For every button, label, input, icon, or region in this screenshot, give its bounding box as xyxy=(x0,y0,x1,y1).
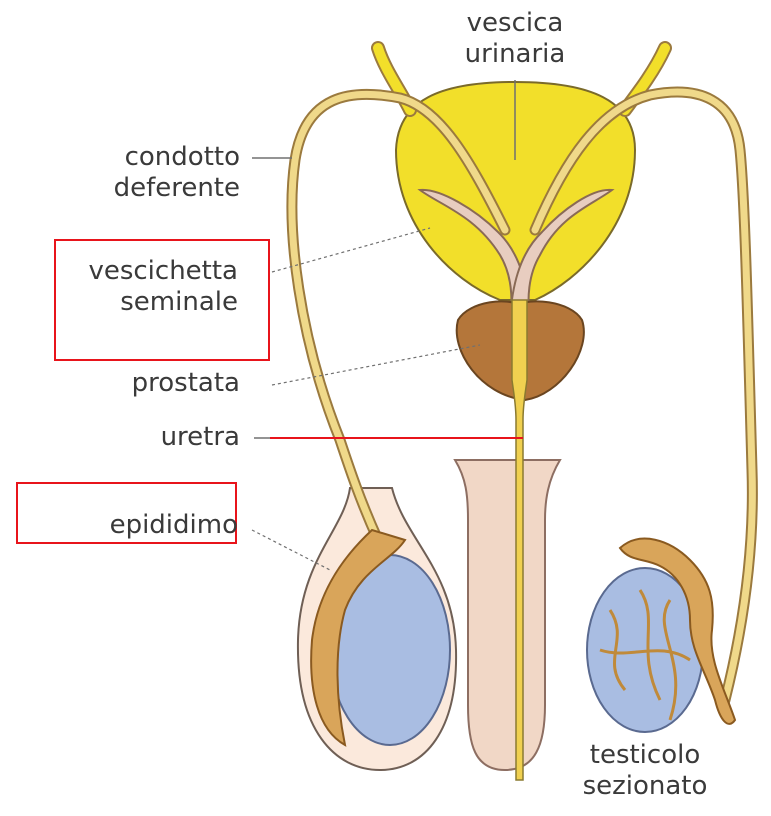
label-prostata: prostata xyxy=(68,368,240,399)
label-vescichetta-seminale: vescichetta seminale xyxy=(58,256,238,318)
label-testicolo-line2: sezionato xyxy=(560,771,730,802)
label-vescichetta-line1: vescichetta xyxy=(58,256,238,287)
label-condotto-deferente: condotto deferente xyxy=(60,142,240,204)
label-uretra: uretra xyxy=(68,422,240,453)
label-condotto-line2: deferente xyxy=(60,173,240,204)
label-testicolo-line1: testicolo xyxy=(560,740,730,771)
label-vescica-urinaria: vescica urinaria xyxy=(455,8,575,70)
label-epididimo: epididimo xyxy=(40,510,238,541)
leader-prostata xyxy=(272,345,480,385)
label-vescichetta-line2: seminale xyxy=(58,287,238,318)
leader-epididimo xyxy=(252,530,330,570)
label-vescica-line2: urinaria xyxy=(455,39,575,70)
label-vescica-line1: vescica xyxy=(455,8,575,39)
penis-shaft xyxy=(455,460,560,770)
label-condotto-line1: condotto xyxy=(60,142,240,173)
label-testicolo-sezionato: testicolo sezionato xyxy=(560,740,730,802)
